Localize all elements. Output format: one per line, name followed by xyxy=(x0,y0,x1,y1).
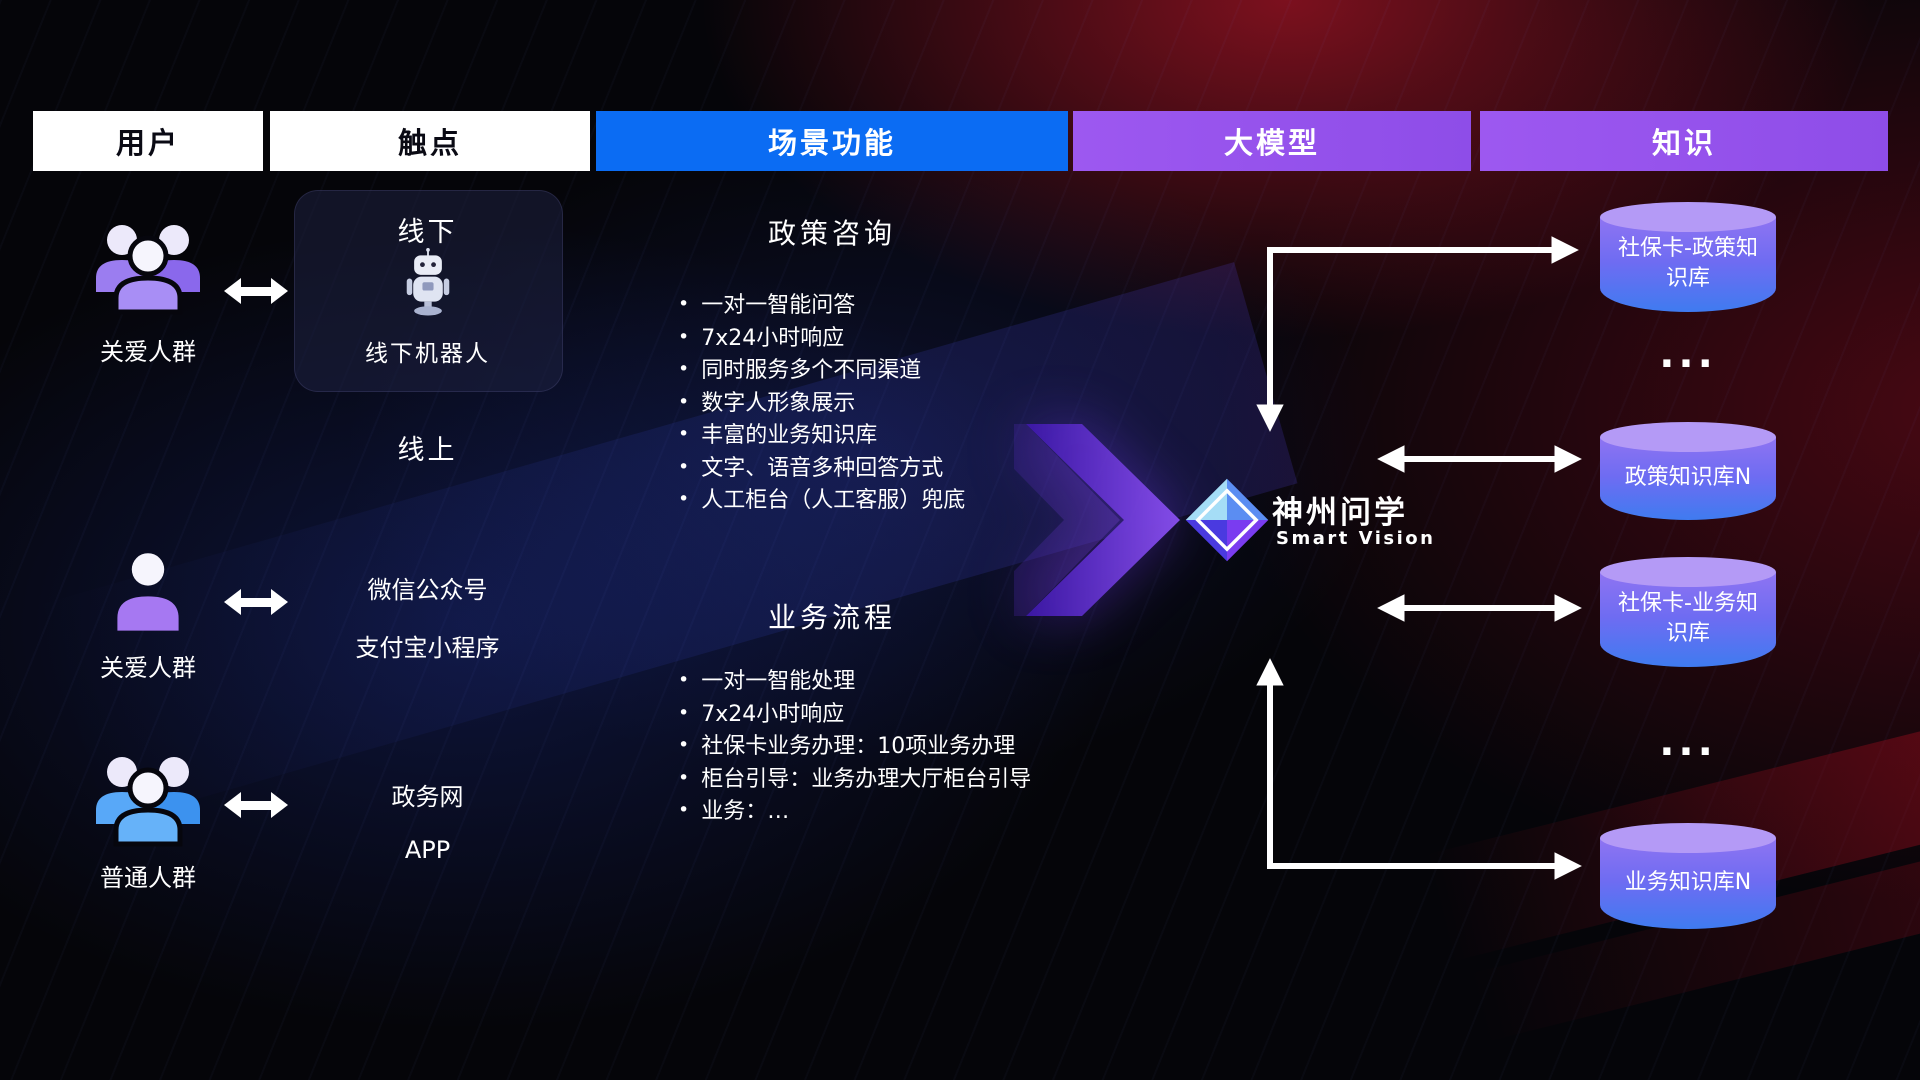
knowledge-db-business-n: 业务知识库N xyxy=(1600,823,1776,929)
feature-item: 一对一智能处理 xyxy=(678,666,1031,699)
single-user-icon xyxy=(112,546,184,636)
general-group-label: 普通人群 xyxy=(100,864,196,892)
scenario-policy-title: 政策咨询 xyxy=(767,217,896,250)
scenario-business-list: 一对一智能处理 7x24小时响应 社保卡业务办理：10项业务办理 柜台引导：业务… xyxy=(678,666,1031,829)
scenario-business-title: 业务流程 xyxy=(767,601,896,634)
flow-arrow-icon xyxy=(1014,420,1189,620)
header-touchpoints: 触点 xyxy=(270,111,590,171)
online-title: 线上 xyxy=(397,435,458,466)
feature-item: 社保卡业务办理：10项业务办理 xyxy=(678,731,1031,764)
offline-robot-caption: 线下机器人 xyxy=(365,341,490,367)
db-label: 业务知识库N xyxy=(1624,870,1752,896)
care-group-label: 关爱人群 xyxy=(100,338,196,366)
channel-wechat: 微信公众号 xyxy=(367,576,488,604)
feature-item: 文字、语音多种回答方式 xyxy=(678,453,965,486)
header-knowledge: 知识 xyxy=(1480,111,1888,171)
bidirectional-arrow-3 xyxy=(224,792,288,818)
feature-item: 7x24小时响应 xyxy=(678,323,965,356)
knowledge-db-policy-ssc: 社保卡-政策知识库 xyxy=(1600,202,1776,312)
feature-item: 7x24小时响应 xyxy=(678,699,1031,732)
feature-item: 一对一智能问答 xyxy=(678,290,965,323)
bidirectional-arrow-2 xyxy=(224,589,288,615)
connector-db1 xyxy=(1256,236,1579,432)
feature-item: 柜台引导：业务办理大厅柜台引导 xyxy=(678,764,1031,797)
model-name: 神州问学 xyxy=(1272,495,1408,531)
knowledge-ellipsis-1: ... xyxy=(1659,331,1717,377)
header-scenarios: 场景功能 xyxy=(596,111,1068,171)
robot-icon xyxy=(400,248,456,322)
care-group-icon xyxy=(86,216,210,316)
feature-item: 业务：… xyxy=(678,796,1031,829)
connector-db4 xyxy=(1256,658,1582,880)
header-model: 大模型 xyxy=(1073,111,1471,171)
feature-item: 人工柜台（人工客服）兜底 xyxy=(678,485,965,518)
feature-item: 同时服务多个不同渠道 xyxy=(678,355,965,388)
channel-app: APP xyxy=(404,836,451,864)
bidirectional-arrow-1 xyxy=(224,278,288,304)
feature-item: 丰富的业务知识库 xyxy=(678,420,965,453)
smart-vision-logo-icon xyxy=(1184,477,1270,563)
channel-gov-web: 政务网 xyxy=(391,783,464,811)
general-group-icon xyxy=(86,748,210,848)
model-subtitle: Smart Vision xyxy=(1276,528,1436,549)
db-label: 社保卡-政策知识库 xyxy=(1618,236,1758,291)
channel-alipay: 支付宝小程序 xyxy=(355,634,500,662)
knowledge-db-business-ssc: 社保卡-业务知识库 xyxy=(1600,557,1776,667)
knowledge-db-policy-n: 政策知识库N xyxy=(1600,422,1776,520)
db-label: 政策知识库N xyxy=(1624,465,1752,491)
care-group-2-label: 关爱人群 xyxy=(100,654,196,682)
knowledge-ellipsis-2: ... xyxy=(1659,719,1717,765)
feature-item: 数字人形象展示 xyxy=(678,388,965,421)
header-users: 用户 xyxy=(33,111,263,171)
scenario-policy-list: 一对一智能问答 7x24小时响应 同时服务多个不同渠道 数字人形象展示 丰富的业… xyxy=(678,290,965,518)
db-label: 社保卡-业务知识库 xyxy=(1618,591,1758,646)
offline-title: 线下 xyxy=(397,217,458,248)
